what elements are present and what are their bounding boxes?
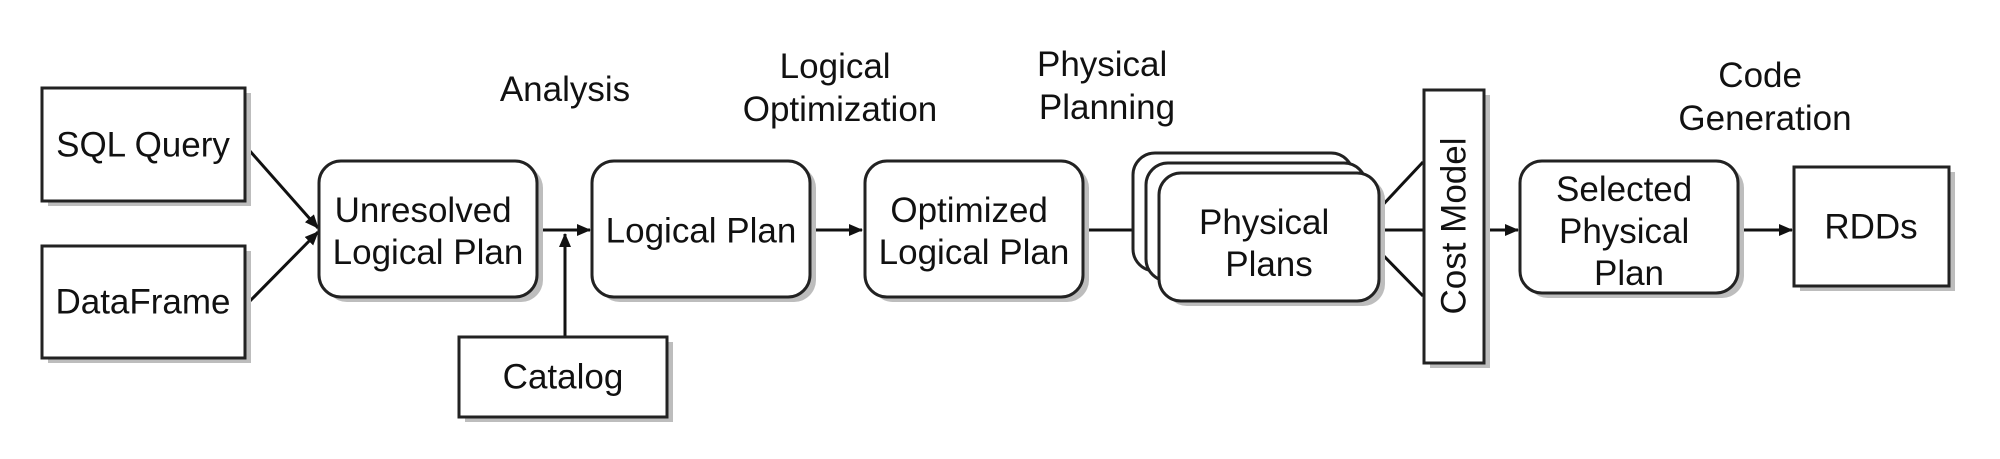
edge-sql-query-to-unresolved [247,149,320,229]
stage-label-analysis: Analysis [500,70,630,109]
svg-text:Selected Physical: Selected Physical Plan [1556,170,1702,293]
node-optimized-logical-plan: Optimized Logical Plan [863,159,1089,302]
node-selected-physical-plan: Selected Physical Plan [1518,159,1744,298]
svg-text:Logical Plan: Logical Plan [606,212,797,251]
stage-label-logical-optimization: Logical Optimization [743,47,938,129]
edge-physical-plans-to-cost-model-top [1376,160,1425,212]
svg-text:Optimized Logical Plan: Optimized Logical Plan [879,191,1070,272]
edge-dataframe-to-unresolved [247,230,320,304]
node-unresolved-logical-plan: Unresolved Logical Plan [317,159,543,302]
svg-text:Unresolved Logical Plan: Unresolved Logical Plan [333,191,524,272]
node-rdds: RDDs [1792,165,1955,291]
node-logical-plan: Logical Plan [590,159,816,302]
edge-physical-plans-to-cost-model-bottom [1376,248,1425,298]
svg-text:SQL Query: SQL Query [56,126,230,165]
stage-label-code-generation: Code Generation [1678,56,1851,138]
node-physical-plans: Physical Plans [1131,151,1385,306]
svg-text:DataFrame: DataFrame [55,283,230,322]
svg-text:RDDs: RDDs [1824,208,1917,247]
edges [247,149,1793,338]
node-sql-query: SQL Query [40,86,251,206]
node-catalog: Catalog [457,335,673,422]
svg-text:Cost Model: Cost Model [1435,137,1474,314]
svg-text:Catalog: Catalog [503,358,624,397]
node-cost-model: Cost Model [1422,88,1490,368]
node-dataframe: DataFrame [40,244,251,363]
stage-label-physical-planning: Physical Planning [1037,45,1177,127]
svg-text:Physical Plans: Physical Plans [1199,203,1339,284]
